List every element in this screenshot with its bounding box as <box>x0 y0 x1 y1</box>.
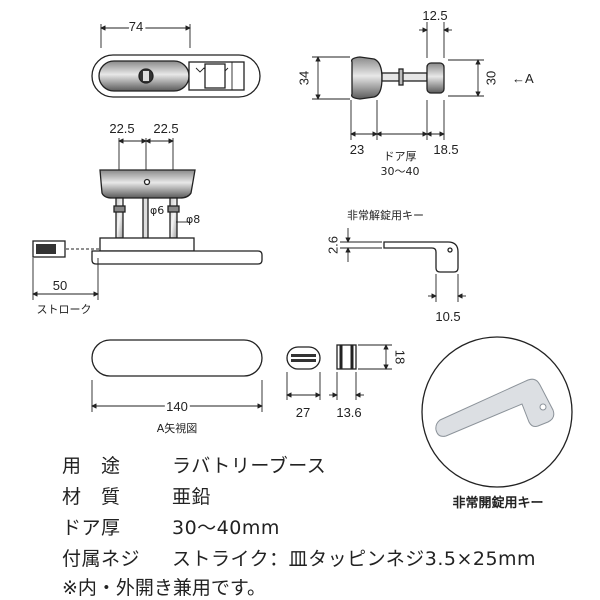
spec-material-label: 材 質 <box>62 486 121 508</box>
label-emergency-key: 非常解錠用キー <box>347 208 424 222</box>
dim-knob-left: 23 <box>350 142 364 157</box>
spec-screw-label: 付属ネジ <box>62 548 141 570</box>
label-phi6: φ6 <box>150 204 164 217</box>
dim-knob-right: 18.5 <box>433 142 458 157</box>
view-a: 140 A矢視図 27 13.6 18 <box>91 339 408 435</box>
key-caption: 非常開錠用キー <box>452 496 544 511</box>
front-view: 22.5 22.5 φ6 φ8 50 ストローク <box>32 121 263 316</box>
spec-material-value: 亜鉛 <box>172 486 212 508</box>
dim-pitch-right: 22.5 <box>153 121 178 136</box>
strike-plate <box>91 339 263 377</box>
base-plate <box>91 250 263 265</box>
key-photo <box>421 336 573 488</box>
dim-key-thickness: 2.6 <box>325 236 340 254</box>
dim-height-30: 30 <box>483 71 498 85</box>
label-arrow-a: ←A <box>512 71 534 86</box>
knob-side-view: 12.5 34 30 ←A 23 18.5 ドア厚 30〜40 <box>296 8 534 178</box>
label-door-range: 30〜40 <box>381 165 420 178</box>
dim-width-13-6: 13.6 <box>336 405 361 420</box>
key-profile <box>383 241 459 273</box>
spec-door-thickness: ドア厚 30〜40mm <box>62 513 279 540</box>
spec-screw-value: ストライク：皿タッピンネジ3.5×25mm <box>172 548 537 570</box>
dim-height-34: 34 <box>296 71 311 85</box>
outer-knob <box>426 62 445 94</box>
emergency-key-side: 非常解錠用キー 2.6 10.5 <box>325 208 466 324</box>
key-photo-icon <box>435 378 555 437</box>
spec-material: 材 質 亜鉛 <box>62 482 211 509</box>
label-view-a: A矢視図 <box>157 421 198 435</box>
spec-door-label: ドア厚 <box>62 517 121 539</box>
dim-overall-140: 140 <box>166 399 188 414</box>
label-phi8: φ8 <box>186 213 200 226</box>
dim-pitch-left: 22.5 <box>109 121 134 136</box>
spec-usage-label: 用 途 <box>62 455 121 477</box>
spec-usage: 用 途 ラバトリーブース <box>62 451 326 478</box>
bolt-end <box>286 346 321 370</box>
top-view: 74 <box>91 17 261 98</box>
label-stroke: ストローク <box>37 303 92 316</box>
spec-door-value: 30〜40mm <box>172 517 280 539</box>
dim-knob-width: 12.5 <box>422 8 447 23</box>
spec-screw: 付属ネジ ストライク：皿タッピンネジ3.5×25mm <box>62 544 536 571</box>
dim-width-27: 27 <box>296 405 310 420</box>
label-door-thickness: ドア厚 <box>384 150 417 163</box>
latch-case <box>99 237 195 252</box>
spec-usage-value: ラバトリーブース <box>172 455 327 477</box>
dim-key-width: 10.5 <box>435 309 460 324</box>
spec-note: ※内・外開き兼用です。 <box>62 577 267 599</box>
dim-height-18: 18 <box>393 350 408 364</box>
dim-stroke: 50 <box>53 278 67 293</box>
inner-knob <box>351 56 383 100</box>
dim-top-width: 74 <box>129 19 143 34</box>
